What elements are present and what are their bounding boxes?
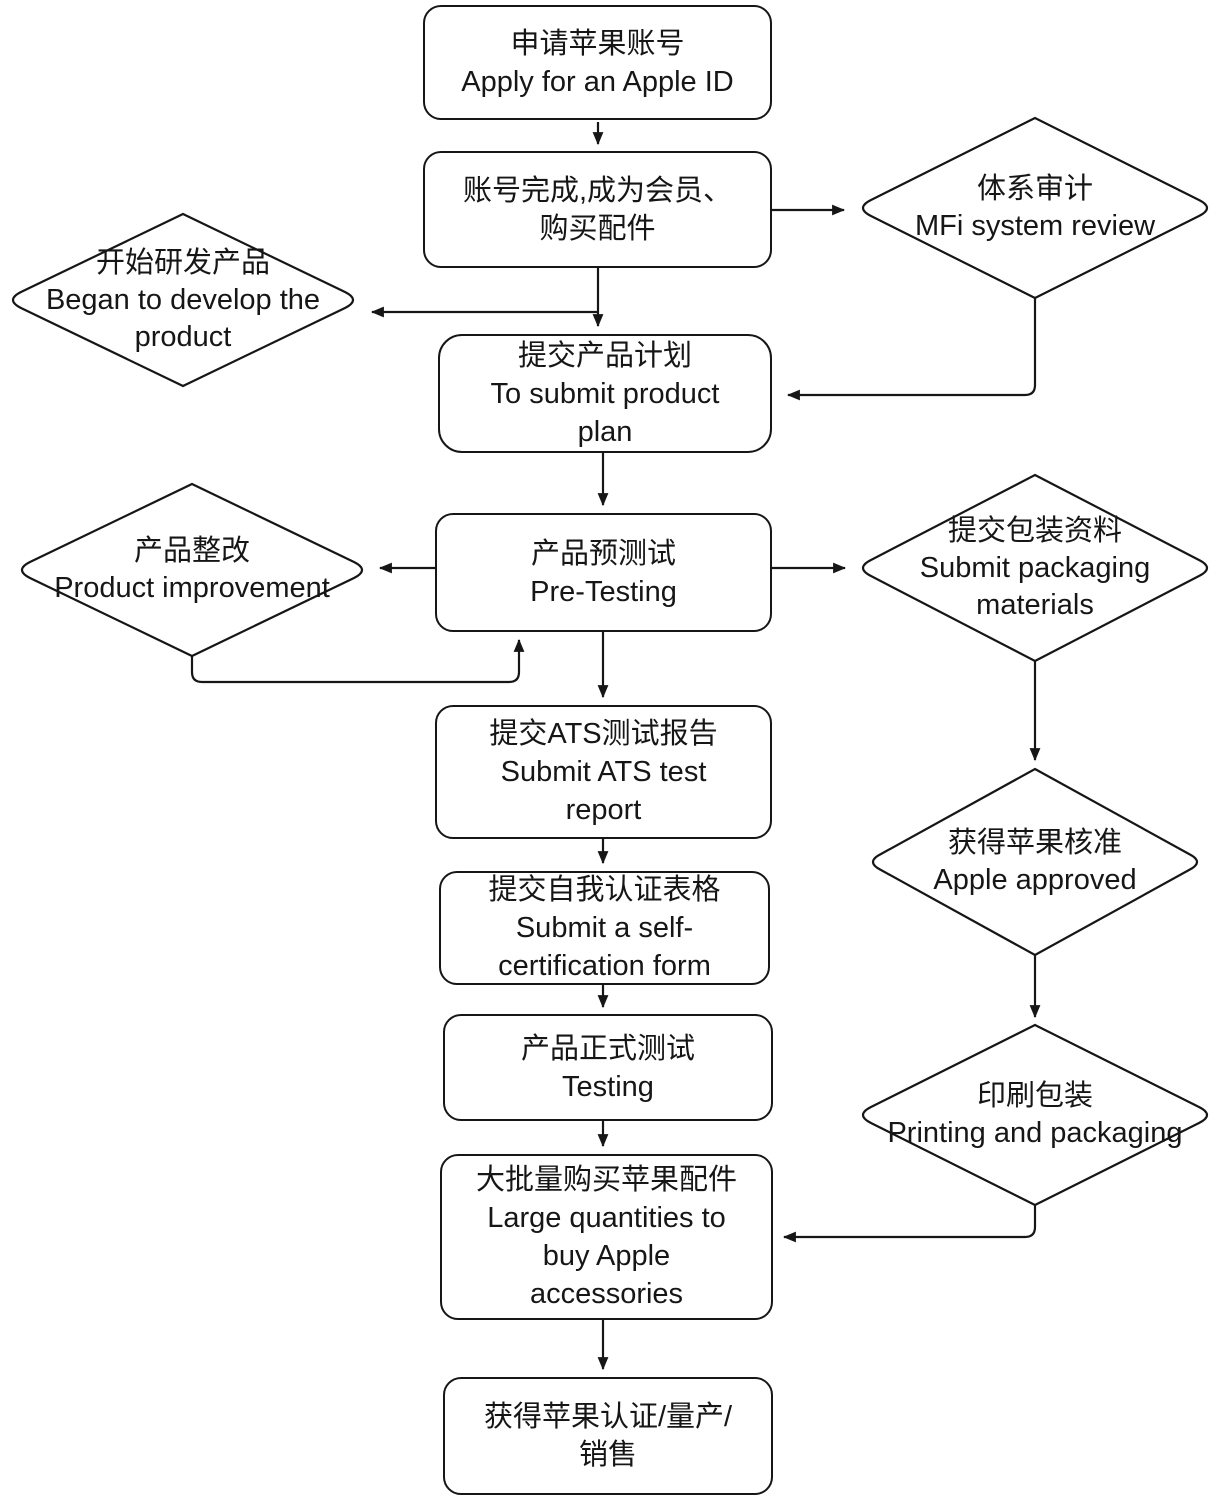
node-buy-accessories-line: buy Apple (542, 1240, 671, 1272)
node-product-improvement-line: 产品整改 (133, 535, 250, 567)
node-submit-plan-line: To submit product (490, 377, 720, 410)
decision-develop-product-shape (11, 212, 355, 388)
node-self-certification: 提交自我认证表格 Submit a self- certification fo… (439, 871, 770, 985)
node-printing-packaging: 印刷包装 Printing and packaging (860, 1070, 1210, 1160)
node-apple-approved: 获得苹果核准 Apple approved (870, 817, 1200, 907)
node-product-improvement: 产品整改 Product improvement (22, 525, 362, 615)
node-product-improvement-line: Product improvement (54, 572, 330, 604)
node-self-certification-line: Submit a self- (515, 912, 694, 944)
node-account-member-line: 账号完成,成为会员、 (462, 174, 733, 207)
edge-improvement-loop-to-pretesting (190, 638, 525, 684)
node-apply-apple-id-line: 申请苹果账号 (510, 27, 685, 60)
node-self-certification-line: 提交自我认证表格 (488, 874, 721, 906)
node-formal-testing-line: 产品正式测试 (520, 1032, 695, 1065)
node-mfi-review: 体系审计 MFi system review (870, 163, 1200, 253)
node-ats-report-line: report (565, 794, 642, 826)
node-pre-testing-line: 产品预测试 (530, 537, 676, 570)
edge-printing-to-buy (782, 1205, 1037, 1243)
node-printing-packaging-line: 印刷包装 (976, 1080, 1093, 1112)
node-self-certification-line: certification form (498, 950, 711, 982)
node-pre-testing: 产品预测试 Pre-Testing (435, 513, 772, 632)
node-ats-report: 提交ATS测试报告 Submit ATS test report (435, 705, 772, 839)
node-submit-packaging-line: Submit packaging (919, 551, 1151, 584)
node-buy-accessories: 大批量购买苹果配件 Large quantities to buy Apple … (440, 1154, 773, 1320)
node-submit-packaging: 提交包装资料 Submit packaging materials (870, 508, 1200, 628)
node-formal-testing-line: Testing (562, 1070, 654, 1103)
node-apple-approved-line: Apple approved (933, 864, 1137, 896)
node-certified-mass-production-line: 获得苹果认证/量产/ (483, 1401, 733, 1433)
node-account-member-line: 购买配件 (539, 212, 656, 245)
node-submit-plan: 提交产品计划 To submit product plan (438, 334, 772, 453)
node-certified-mass-production: 获得苹果认证/量产/ 销售 (443, 1377, 773, 1495)
node-ats-report-line: 提交ATS测试报告 (489, 718, 718, 750)
node-pre-testing-line: Pre-Testing (530, 575, 677, 608)
node-mfi-review-line: MFi system review (914, 210, 1156, 242)
node-develop-product-line: Began to develop the (45, 283, 321, 316)
node-submit-packaging-line: materials (976, 588, 1094, 621)
node-account-member: 账号完成,成为会员、 购买配件 (423, 151, 772, 268)
node-formal-testing: 产品正式测试 Testing (443, 1014, 773, 1121)
node-develop-product: 开始研发产品 Began to develop the product (18, 240, 348, 360)
node-apply-apple-id-line: Apply for an Apple ID (461, 65, 734, 98)
node-mfi-review-line: 体系审计 (976, 173, 1093, 205)
node-submit-plan-line: 提交产品计划 (517, 339, 692, 372)
node-apply-apple-id: 申请苹果账号 Apply for an Apple ID (423, 5, 772, 120)
node-certified-mass-production-line: 销售 (578, 1439, 637, 1471)
node-buy-accessories-line: accessories (529, 1278, 684, 1310)
node-submit-plan-line: plan (577, 415, 633, 448)
node-buy-accessories-line: 大批量购买苹果配件 (475, 1164, 737, 1196)
edge-mfi-review-to-plan (786, 298, 1037, 401)
node-develop-product-line: 开始研发产品 (95, 246, 270, 279)
node-printing-packaging-line: Printing and packaging (887, 1117, 1183, 1149)
node-submit-packaging-line: 提交包装资料 (947, 514, 1122, 547)
node-develop-product-line: product (134, 320, 232, 353)
node-buy-accessories-line: Large quantities to (487, 1202, 726, 1234)
node-apple-approved-line: 获得苹果核准 (947, 827, 1122, 859)
node-ats-report-line: Submit ATS test (500, 756, 707, 788)
